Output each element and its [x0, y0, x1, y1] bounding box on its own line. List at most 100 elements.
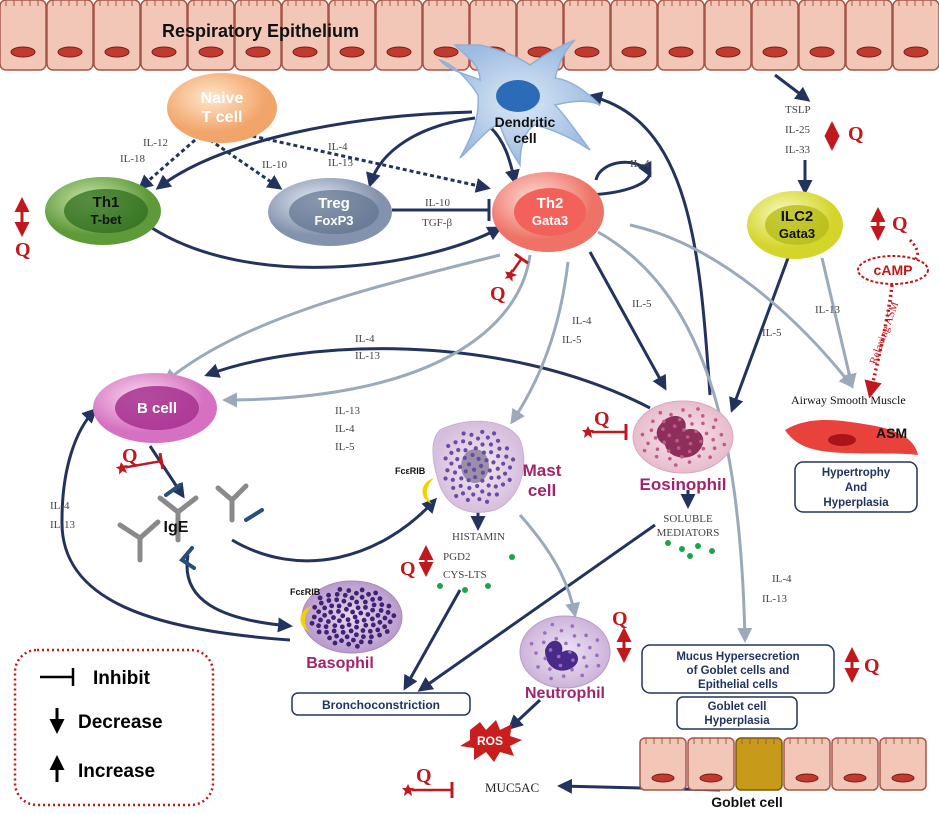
cyto-il13-b2: IL-13 [335, 405, 361, 417]
cyto-il13-left: IL-13 [50, 519, 76, 531]
epithelial-cell-icon [234, 0, 282, 71]
q-label: Q [612, 608, 628, 630]
goblet-hyperplasia-line-2: Hyperplasia [704, 715, 770, 727]
bronchoconstriction-box [291, 692, 471, 716]
inhibit-symbol-icon [40, 668, 75, 686]
mast-cell-name: Mast [523, 461, 562, 480]
dendritic-cell-sub: cell [513, 130, 536, 146]
goblet-epithelium [639, 737, 927, 791]
neutrophil-name: Neutrophil [525, 685, 605, 702]
naive-cell-sub: T cell [202, 109, 243, 126]
cyto-il4-b2: IL-4 [335, 423, 355, 435]
b-cell-icon [93, 373, 217, 443]
ilc2-cell-name: ILC2 [781, 208, 814, 225]
asm-muscle-icon [785, 420, 918, 455]
cyto-il4-naive: IL-4 [328, 141, 348, 153]
ilc2-cell-sub: Gata3 [779, 226, 815, 241]
goblet-hyperplasia-line-1: Goblet cell [708, 701, 767, 713]
epithelial-cell-icon [375, 0, 423, 71]
q-label: Q [848, 123, 864, 145]
epithelial-cell-icon [892, 0, 939, 71]
neutrophil-icon [519, 615, 611, 689]
th1-cell-icon [45, 177, 161, 245]
epithelial-cell-icon [422, 0, 470, 71]
basophil-icon [301, 580, 403, 654]
hypertrophy-box [794, 461, 918, 513]
epithelial-cell-icon [687, 737, 735, 791]
cyto-il4-left: IL-4 [50, 500, 70, 512]
cyto-il13-ilc2: IL-13 [815, 304, 841, 316]
histamin-label: HISTAMIN [452, 531, 505, 543]
epithelial-cell-icon [704, 0, 752, 71]
star-inhibit-icon [504, 252, 529, 282]
dendritic-cell-name: Dendritic [495, 114, 556, 130]
camp-path [857, 238, 929, 399]
star-inhibit-icon [402, 782, 454, 798]
cyto-il4-goblet: IL-4 [772, 573, 792, 585]
epithelium-title: Respiratory Epithelium [162, 21, 359, 41]
epithelial-cell-icon [140, 0, 188, 71]
epithelial-cell-icon [798, 0, 846, 71]
epithelial-cell-icon [563, 0, 611, 71]
cyto-il5-b2: IL-5 [335, 441, 355, 453]
goblet-cell-label: Goblet cell [711, 794, 783, 810]
q-label: Q [400, 558, 416, 580]
cyslts-label: CYS-LTS [443, 569, 487, 581]
goblet-hyperplasia-box [676, 696, 798, 730]
epithelial-cell-icon [783, 737, 831, 791]
light-arrows [162, 223, 857, 643]
basophil-receptor-label: FcεRIB [290, 587, 321, 597]
star-inhibit-icon [582, 424, 628, 440]
naive-cell-name: Naive [201, 90, 244, 107]
mediators-label: MEDIATORS [657, 527, 720, 539]
epithelial-cell-icon [657, 0, 705, 71]
epithelial-cell-icon [751, 0, 799, 71]
mucus-line-2: of Goblet cells and [687, 665, 790, 677]
muc5ac-label: MUC5AC [485, 780, 539, 795]
epithelial-cell-icon [0, 0, 47, 71]
epithelial-cell-icon [845, 0, 893, 71]
cyto-il5-ilc2: IL-5 [762, 327, 782, 339]
q-label: Q [416, 765, 432, 787]
epithelial-cell-icon [879, 737, 927, 791]
goblet-cell-icon [735, 737, 783, 791]
cyto-il4-mast: IL-4 [572, 315, 592, 327]
cyto-tslp: TSLP [785, 104, 811, 116]
hypertrophy-line-2: And [845, 482, 867, 494]
respiratory-epithelium [0, 0, 939, 71]
legend-decrease: Decrease [78, 712, 163, 733]
hypertrophy-line-3: Hyperplasia [823, 497, 889, 509]
star-inhibit-icon [115, 452, 165, 475]
eosinophil-name: Eosinophil [640, 475, 727, 494]
mast-cell-icon [432, 420, 525, 513]
asm-caption: Airway Smooth Muscle [791, 393, 906, 407]
soluble-label: SOLUBLE [663, 513, 713, 525]
th1-cell-name: Th1 [93, 194, 120, 211]
mediator-dots [437, 540, 715, 593]
epithelial-cell-icon [639, 737, 687, 791]
cyto-il13-goblet: IL-13 [762, 593, 788, 605]
cyto-il5-mast: IL-5 [562, 334, 582, 346]
ilc2-cell-icon [747, 191, 843, 259]
cyto-il4-th2: IL-4 [630, 158, 650, 170]
cyto-il4-b: IL-4 [355, 333, 375, 345]
treg-cell-icon [268, 178, 392, 246]
cyto-il33: IL-33 [785, 144, 811, 156]
cyto-il10-treg: IL-10 [425, 197, 451, 209]
legend-inhibit: Inhibit [93, 668, 151, 689]
cyto-il13-naive: IL-13 [328, 157, 354, 169]
mast-receptor-icon [422, 478, 434, 504]
cyto-il10-naive: IL-10 [262, 159, 288, 171]
dark-arrows [60, 73, 813, 794]
cytokine-labels: IL-12 IL-18 IL-10 IL-4 IL-13 IL-10 TGF-β… [50, 104, 841, 605]
ige-antibody-icons [117, 483, 264, 570]
bronchoconstriction-label: Bronchoconstriction [322, 698, 440, 712]
epithelial-cell-icon [610, 0, 658, 71]
treg-cell-sub: FoxP3 [314, 213, 353, 228]
ros-label: ROS [477, 734, 503, 748]
camp-label: cAMP [874, 262, 913, 278]
eosinophil-icon [632, 400, 734, 474]
cyto-tgfb: TGF-β [422, 217, 452, 229]
